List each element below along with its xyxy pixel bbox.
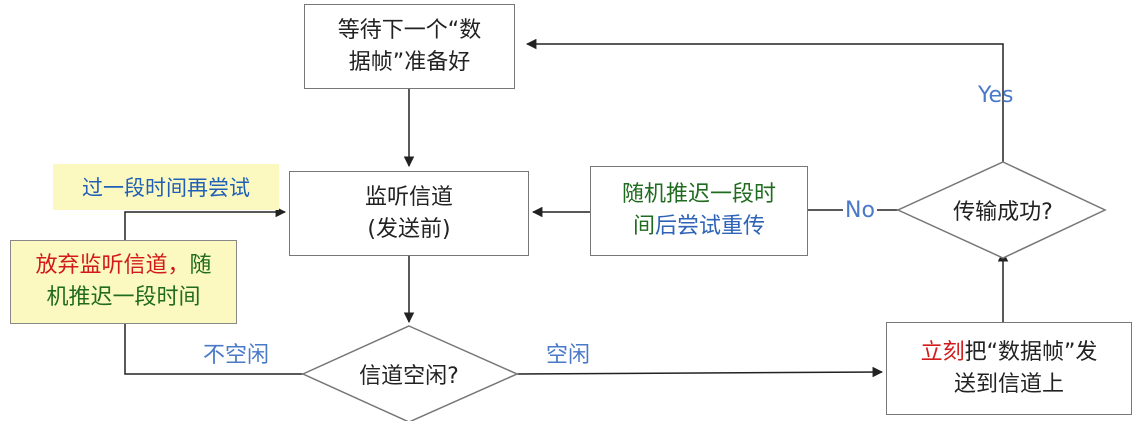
random-delay-box: 随机推迟一段时 间后尝试重传 bbox=[590, 166, 808, 256]
arrow-giveup-to-listen bbox=[124, 206, 287, 240]
send-line1-red: 立刻 bbox=[920, 339, 965, 365]
delay-box-line2-b: 后尝试重传 bbox=[654, 214, 765, 239]
send-line1-rest: 把“数据帧”发 bbox=[964, 339, 1098, 365]
no-edge-label: No bbox=[843, 198, 877, 223]
wait-next-frame-box: 等待下一个“数 据帧”准备好 bbox=[304, 4, 515, 89]
wait-box-line1: 等待下一个“数 bbox=[337, 17, 482, 43]
idle-edge-label: 空闲 bbox=[546, 343, 591, 368]
arrow-yes-to-wait bbox=[525, 38, 1004, 165]
listen-channel-box: 监听信道 (发送前) bbox=[289, 171, 529, 256]
giveup-box-line1: 放弃监听信道，随 bbox=[35, 250, 211, 282]
giveup-line1-green: 随 bbox=[189, 253, 212, 279]
tx-success-label: 传输成功? bbox=[953, 200, 1053, 225]
giveup-line1-red: 放弃监听信道， bbox=[35, 253, 190, 279]
giveup-box-line2: 机推迟一段时间 bbox=[46, 285, 201, 310]
busy-edge-label: 不空闲 bbox=[203, 343, 270, 368]
delay-box-line2-a: 间 bbox=[632, 214, 655, 239]
send-box-line2: 送到信道上 bbox=[953, 371, 1064, 397]
arrow-busy-to-giveup bbox=[124, 324, 303, 375]
delay-box-line2: 间后尝试重传 bbox=[622, 211, 776, 243]
retry-later-note: 过一段时间再尝试 bbox=[53, 164, 279, 210]
send-box-line1: 立刻把“数据帧”发 bbox=[921, 337, 1098, 369]
send-now-box: 立刻把“数据帧”发 送到信道上 bbox=[886, 322, 1132, 415]
tx-success-diamond bbox=[896, 161, 1107, 259]
listen-box-line1: 监听信道 bbox=[364, 184, 453, 210]
yes-edge-label: Yes bbox=[978, 83, 1014, 108]
give-up-listen-box: 放弃监听信道，随 机推迟一段时间 bbox=[10, 240, 237, 324]
channel-idle-diamond bbox=[301, 325, 519, 421]
wait-box-line2: 据帧”准备好 bbox=[348, 49, 471, 75]
arrow-idle-to-send bbox=[516, 366, 884, 378]
listen-box-line2: (发送前) bbox=[367, 216, 451, 242]
delay-box-line1: 随机推迟一段时 bbox=[621, 182, 776, 208]
channel-idle-label: 信道空闲? bbox=[359, 364, 459, 389]
